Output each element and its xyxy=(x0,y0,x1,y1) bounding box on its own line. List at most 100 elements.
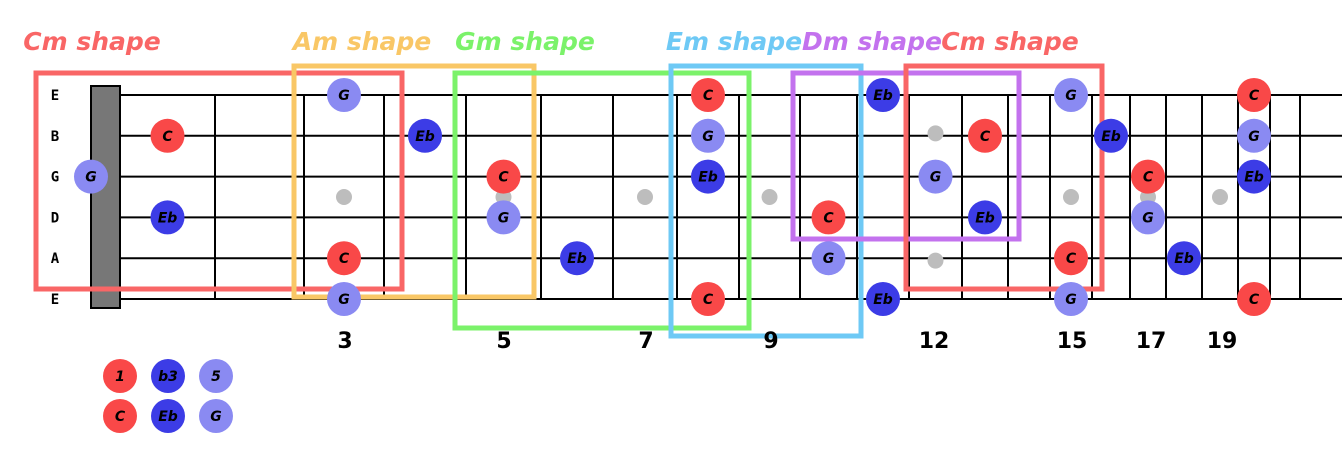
note-dot xyxy=(691,282,725,316)
note-dot xyxy=(1237,118,1271,153)
shape-boxes xyxy=(33,63,1105,339)
note-label: G xyxy=(1065,292,1077,308)
note-dot xyxy=(811,200,846,235)
shape-box xyxy=(903,63,1105,292)
note-fifth: G xyxy=(74,159,108,194)
note-dot xyxy=(486,200,521,235)
note-root: C xyxy=(968,118,1002,153)
legend-degree-root: 1 xyxy=(103,359,137,393)
shape-label: Cm shape xyxy=(941,27,1079,56)
note-label: C xyxy=(980,129,991,145)
note-third: Eb xyxy=(968,200,1002,235)
note-third: Eb xyxy=(150,200,185,235)
note-label: Eb xyxy=(1174,251,1194,267)
fret-number: 15 xyxy=(1057,329,1088,354)
note-fifth: G xyxy=(1054,282,1088,316)
fret-number: 19 xyxy=(1207,329,1238,354)
inlay-dot xyxy=(927,125,944,142)
note-third: Eb xyxy=(560,241,594,276)
note-label: 5 xyxy=(211,369,221,385)
inlay-dot xyxy=(637,189,653,205)
note-dot xyxy=(918,159,953,194)
note-third: Eb xyxy=(866,78,900,112)
inlay-dot xyxy=(927,252,944,269)
legend-note-fifth: G xyxy=(199,399,233,433)
inlay-dot xyxy=(761,189,778,205)
note-dot xyxy=(1167,241,1201,276)
note-dot xyxy=(560,241,594,276)
note-dot xyxy=(327,78,361,112)
note-fifth: G xyxy=(486,200,521,235)
string-label: D xyxy=(51,210,59,226)
note-label: G xyxy=(1065,88,1077,104)
note-label: C xyxy=(823,210,834,226)
string-label: A xyxy=(51,251,60,267)
string-label: E xyxy=(51,88,59,104)
note-label: C xyxy=(115,409,126,425)
shape-box xyxy=(452,70,752,331)
note-label: Eb xyxy=(698,170,718,186)
note-label: Eb xyxy=(1101,129,1121,145)
note-fifth: G xyxy=(1237,118,1271,153)
note-dot xyxy=(866,78,900,112)
note-dot xyxy=(866,282,900,316)
note-dot xyxy=(1094,118,1128,153)
note-third: Eb xyxy=(408,118,442,153)
note-label: G xyxy=(1248,129,1260,145)
note-label: G xyxy=(210,409,222,425)
note-third: Eb xyxy=(1094,118,1128,153)
note-dot xyxy=(199,359,233,393)
note-fifth: G xyxy=(811,241,846,276)
string-label: B xyxy=(51,129,59,145)
note-dot xyxy=(1054,282,1088,316)
note-label: Eb xyxy=(1244,170,1264,186)
shape-box xyxy=(668,63,864,339)
legend-degree-third: b3 xyxy=(151,359,185,393)
note-third: Eb xyxy=(1167,241,1201,276)
legend-degree-fifth: 5 xyxy=(199,359,233,393)
note-label: C xyxy=(1066,251,1077,267)
note-dot xyxy=(1237,282,1271,316)
note-label: G xyxy=(930,170,942,186)
string-label: G xyxy=(51,170,59,186)
string-label: E xyxy=(51,292,59,308)
inlay-dot xyxy=(1212,189,1228,205)
note-label: C xyxy=(339,251,350,267)
nut xyxy=(90,85,121,309)
note-root: C xyxy=(691,282,725,316)
note-dot xyxy=(1237,78,1271,112)
note-dot xyxy=(1131,200,1165,235)
note-dot xyxy=(1131,159,1165,194)
note-label: C xyxy=(1143,170,1154,186)
legend-note-third: Eb xyxy=(151,399,185,433)
note-root: C xyxy=(691,78,725,112)
note-label: C xyxy=(703,292,714,308)
note-root: C xyxy=(327,241,361,276)
note-dot xyxy=(327,241,361,276)
note-fifth: G xyxy=(691,118,725,153)
note-dot xyxy=(74,159,108,194)
fret-number: 5 xyxy=(496,329,511,354)
note-label: G xyxy=(1142,210,1154,226)
note-dot xyxy=(408,118,442,153)
shape-box xyxy=(33,70,405,292)
note-fifth: G xyxy=(1131,200,1165,235)
inlay-dot xyxy=(336,189,352,205)
note-root: C xyxy=(1054,241,1088,276)
note-third: Eb xyxy=(866,282,900,316)
note-label: C xyxy=(703,88,714,104)
note-dot xyxy=(486,159,521,194)
note-dot xyxy=(968,118,1002,153)
note-root: C xyxy=(1237,282,1271,316)
note-dot xyxy=(327,282,361,316)
note-dot xyxy=(811,241,846,276)
fret-number: 17 xyxy=(1136,329,1167,354)
note-label: 1 xyxy=(115,369,125,385)
note-dot xyxy=(691,118,725,153)
shape-label: Gm shape xyxy=(455,27,595,56)
note-label: Eb xyxy=(567,251,587,267)
shape-box xyxy=(291,63,537,300)
note-label: G xyxy=(823,251,835,267)
